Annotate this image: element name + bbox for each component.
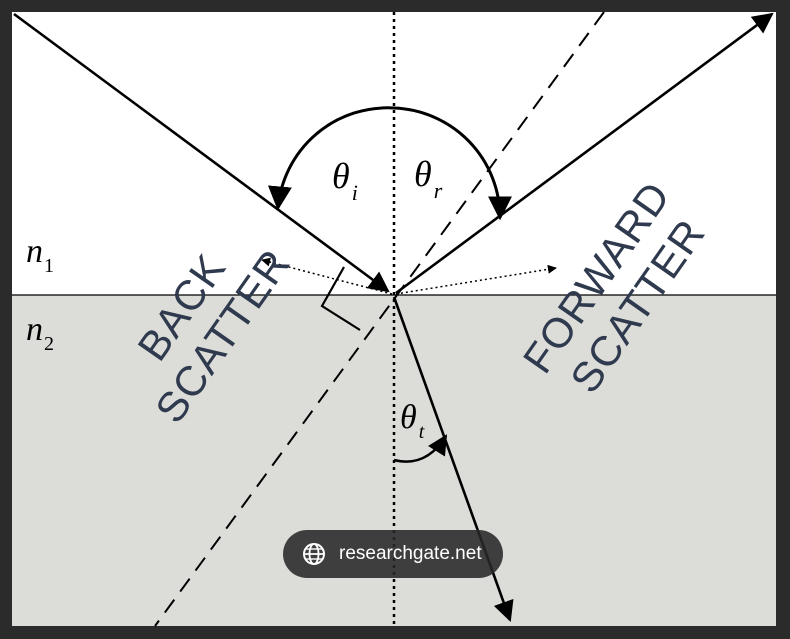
back-scatter-arrow	[261, 257, 393, 295]
theta-r-label: θr	[414, 154, 443, 203]
incident-angle-arc	[267, 106, 395, 211]
reflected-angle-arc	[393, 106, 512, 221]
incident-ray	[13, 12, 390, 293]
transmitted-angle-arc	[393, 434, 448, 463]
n1-label: n1	[26, 233, 54, 277]
theta-i-label: θi	[332, 156, 358, 205]
source-watermark[interactable]: researchgate.net	[283, 530, 503, 578]
right-angle-marker	[320, 266, 361, 331]
reflected-ray	[395, 12, 774, 295]
n2-label: n2	[26, 311, 54, 355]
incident-extension-line	[154, 11, 605, 627]
globe-icon	[301, 541, 327, 567]
forward-scatter-arrow	[395, 264, 557, 295]
watermark-text: researchgate.net	[339, 543, 482, 564]
